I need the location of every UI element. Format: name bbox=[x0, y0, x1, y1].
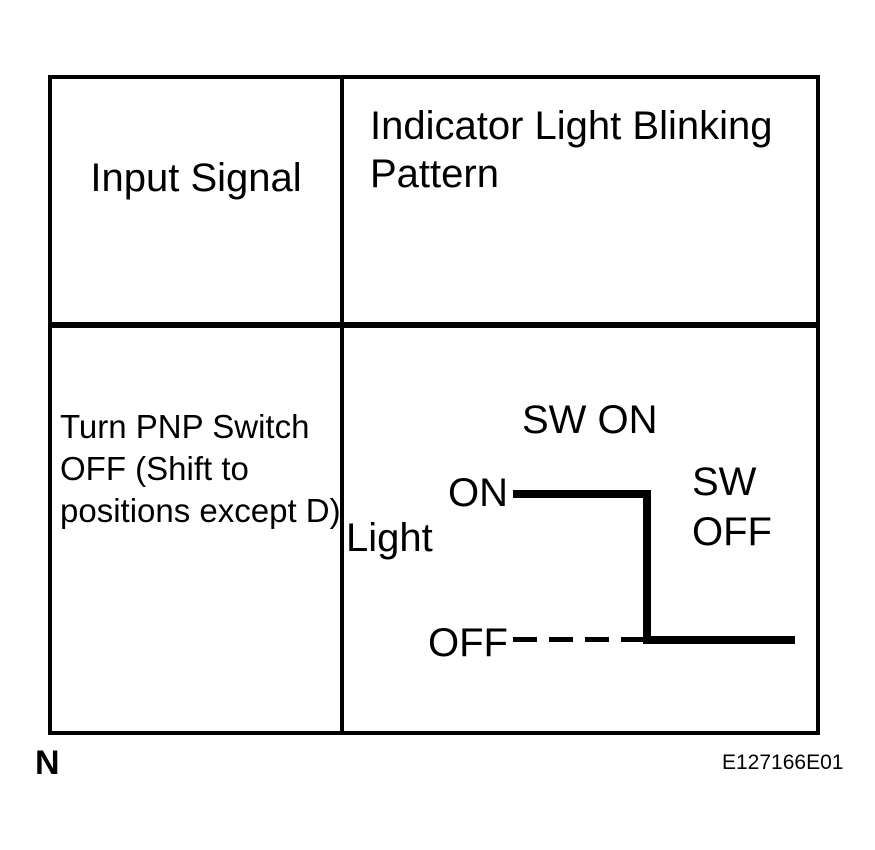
header-input-signal: Input Signal bbox=[90, 156, 302, 200]
footnote-marker: N bbox=[35, 744, 60, 782]
input-signal-line-2: OFF (Shift to bbox=[60, 450, 249, 487]
waveform-off-level-label: OFF bbox=[428, 621, 508, 665]
waveform-sw-off-label: SW OFF bbox=[692, 460, 772, 554]
waveform-falling-edge bbox=[643, 490, 651, 644]
input-signal-cell: Turn PNP Switch OFF (Shift to positions … bbox=[60, 406, 345, 532]
input-signal-line-3: positions except D) bbox=[60, 492, 341, 529]
waveform-low-segment bbox=[647, 636, 795, 644]
figure-id: E127166E01 bbox=[722, 751, 844, 774]
waveform-sw-on-label: SW ON bbox=[522, 398, 658, 442]
header-blinking-pattern: Indicator Light Blinking Pattern bbox=[370, 104, 773, 196]
table-row-divider bbox=[48, 322, 820, 328]
waveform-signal-name-label: Light bbox=[346, 516, 433, 560]
waveform-on-level-label: ON bbox=[448, 471, 508, 515]
waveform-high-segment bbox=[513, 490, 651, 498]
table-column-divider bbox=[340, 75, 344, 735]
waveform-off-dashed-baseline bbox=[513, 637, 643, 642]
table-frame bbox=[48, 75, 820, 735]
input-signal-line-1: Turn PNP Switch bbox=[60, 408, 310, 445]
